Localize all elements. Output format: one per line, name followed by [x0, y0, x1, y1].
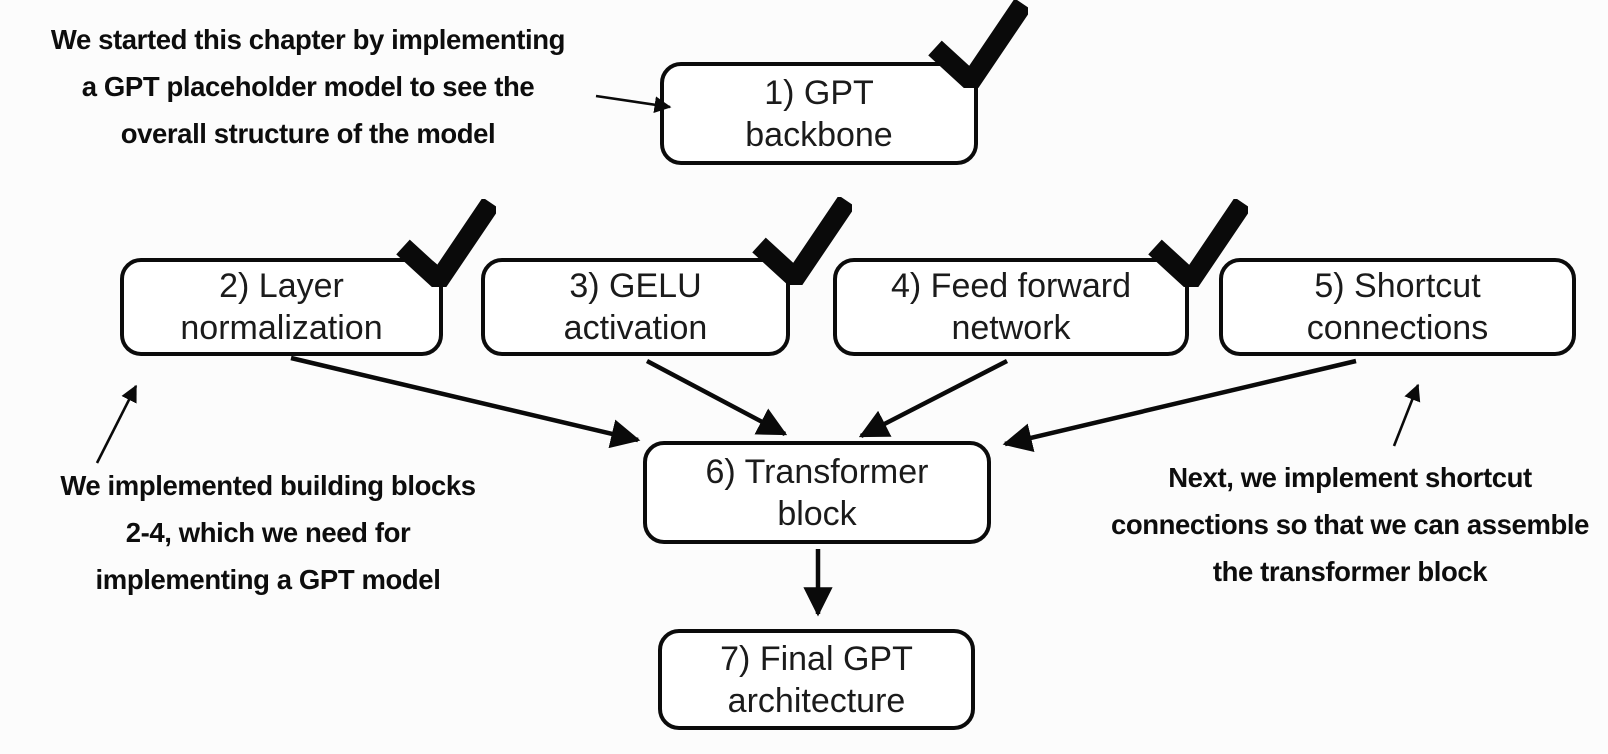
box-gelu-activation: 3) GELU activation: [481, 258, 790, 356]
annotation-intro: We started this chapter by implementing …: [8, 16, 608, 157]
box-label-line: connections: [1306, 309, 1489, 347]
annotation-line: We started this chapter by implementing: [50, 24, 566, 55]
box-label-line: 4) Feed forward: [891, 267, 1131, 305]
box-feed-forward-network: 4) Feed forward network: [833, 258, 1189, 356]
arrow-note-to-shortcut: [1392, 383, 1421, 447]
box-label-line: 7) Final GPT: [720, 639, 913, 678]
annotation-next-steps: Next, we implement shortcut connections …: [1092, 454, 1608, 595]
annotation-line: a GPT placeholder model to see the: [81, 71, 535, 102]
arrow-note-to-layer-norm: [95, 384, 138, 464]
box-label-line: activation: [563, 309, 708, 347]
box-gpt-backbone: 1) GPT backbone: [660, 62, 978, 165]
box-label-line: block: [777, 494, 857, 533]
box-label-line: normalization: [180, 309, 383, 347]
annotation-line: Next, we implement shortcut: [1168, 462, 1532, 493]
box-label-line: 6) Transformer: [705, 452, 929, 491]
box-label-line: 5) Shortcut: [1314, 267, 1481, 305]
check-icon: [928, 0, 1028, 88]
box-shortcut-connections: 5) Shortcut connections: [1219, 258, 1576, 356]
annotation-line: 2-4, which we need for: [125, 517, 411, 548]
box-layer-normalization: 2) Layer normalization: [120, 258, 443, 356]
arrow-feed-forward-to-transformer-block: [858, 358, 1009, 439]
box-label-line: backbone: [745, 115, 893, 154]
box-label-line: network: [951, 309, 1071, 347]
box-label-line: architecture: [727, 681, 906, 720]
arrow-layer-norm-to-transformer-block: [290, 355, 641, 449]
box-final-gpt-architecture: 7) Final GPT architecture: [658, 629, 975, 730]
box-label-line: 3) GELU: [569, 267, 702, 305]
annotation-building-blocks: We implemented building blocks 2-4, whic…: [8, 462, 528, 603]
annotation-line: We implemented building blocks: [60, 470, 476, 501]
box-transformer-block: 6) Transformer block: [643, 441, 991, 544]
box-label-line: 1) GPT: [764, 73, 874, 112]
box-label-line: 2) Layer: [219, 267, 344, 305]
check-icon: [396, 199, 496, 287]
arrow-gelu-to-transformer-block: [645, 359, 788, 436]
annotation-line: implementing a GPT model: [95, 564, 441, 595]
check-icon: [752, 197, 852, 285]
annotation-line: overall structure of the model: [120, 118, 496, 149]
arrow-shortcut-to-transformer-block: [1002, 358, 1357, 453]
annotation-line: the transformer block: [1212, 556, 1488, 587]
check-icon: [1148, 199, 1248, 287]
annotation-line: connections so that we can assemble: [1110, 509, 1590, 540]
